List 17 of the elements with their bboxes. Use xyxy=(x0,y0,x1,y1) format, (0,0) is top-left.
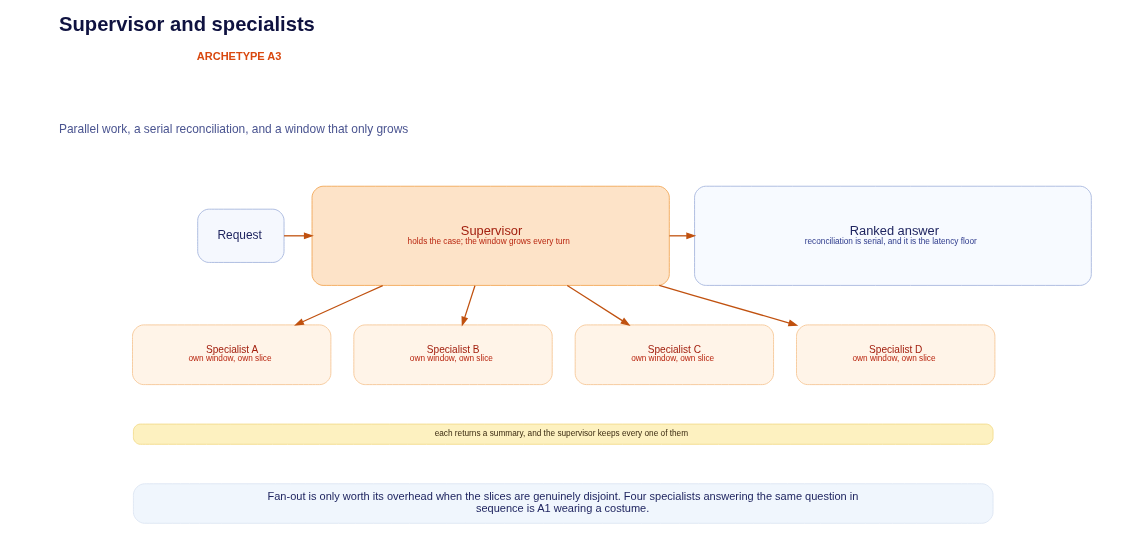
arrow xyxy=(294,284,384,326)
node-box: Specialist C own window, own slice xyxy=(574,324,774,386)
arrow xyxy=(658,284,799,327)
node-box: Fan-out is only worth its overhead when the slices are genuinely disjoint. Four specialists answering the same question in sequence is A1 wearing a costume. xyxy=(132,483,994,524)
node-box: Specialist B own window, own slice xyxy=(353,324,553,386)
label: ARCHETYPE A3 xyxy=(196,49,282,62)
node-box: each returns a summary, and the supervisor keeps every one of them xyxy=(132,423,994,445)
node-box: Specialist A own window, own slice xyxy=(132,324,332,386)
node-box: Specialist D own window, own slice xyxy=(796,324,996,386)
arrow xyxy=(566,284,631,326)
node-box: Supervisor holds the case; the window grows every turn xyxy=(311,185,670,286)
arrow xyxy=(283,232,314,240)
node-box: Request xyxy=(197,208,285,263)
diagram-title: Supervisor and specialists xyxy=(59,12,315,35)
arrow xyxy=(461,285,476,327)
label: Parallel work, a serial reconciliation, and a window that only grows xyxy=(59,122,409,137)
node-box: Ranked answer reconciliation is serial, and it is the latency floor xyxy=(694,185,1092,286)
